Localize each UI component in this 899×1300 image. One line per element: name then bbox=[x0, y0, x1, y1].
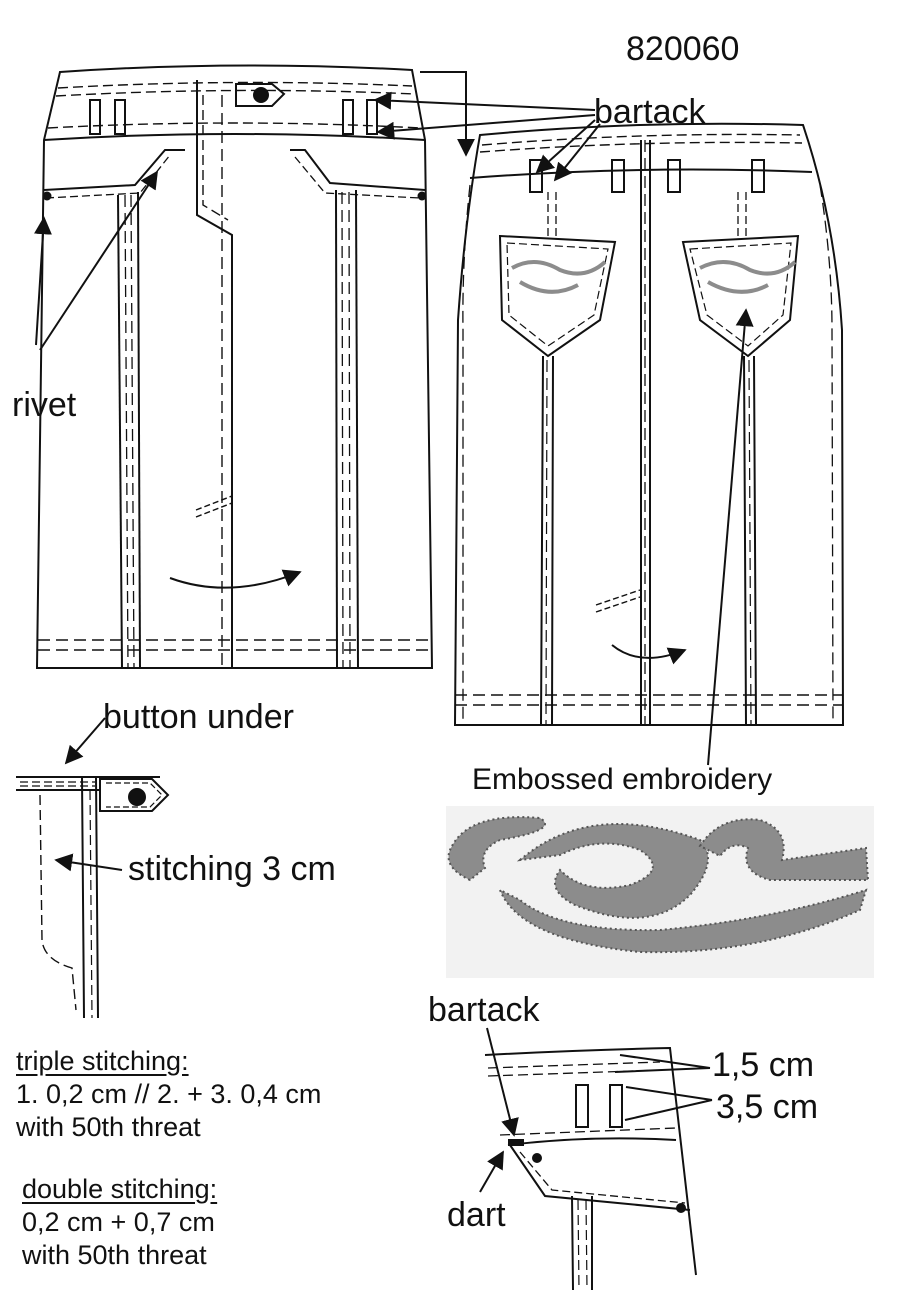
back-view bbox=[453, 122, 845, 726]
label-button-under: button under bbox=[103, 698, 294, 736]
embroidery-swatch bbox=[446, 806, 874, 978]
label-bartack-top: bartack bbox=[594, 93, 706, 131]
label-measure-3-5: 3,5 cm bbox=[716, 1088, 819, 1126]
double-stitching-line1: 0,2 cm + 0,7 cm bbox=[22, 1207, 215, 1237]
double-stitching-title: double stitching: bbox=[22, 1174, 218, 1204]
style-number: 820060 bbox=[626, 30, 740, 68]
double-stitching-note: double stitching: 0,2 cm + 0,7 cm with 5… bbox=[22, 1173, 217, 1272]
label-rivet: rivet bbox=[12, 386, 77, 424]
triple-stitching-note: triple stitching: 1. 0,2 cm // 2. + 3. 0… bbox=[16, 1045, 321, 1144]
triple-stitching-line2: with 50th threat bbox=[16, 1112, 201, 1142]
button-under-detail bbox=[16, 776, 170, 1019]
label-stitching-3cm: stitching 3 cm bbox=[128, 850, 336, 888]
triple-stitching-title: triple stitching: bbox=[16, 1046, 189, 1076]
label-measure-1-5: 1,5 cm bbox=[712, 1046, 815, 1084]
label-embossed-embroidery: Embossed embroidery bbox=[472, 763, 773, 796]
double-stitching-line2: with 50th threat bbox=[22, 1240, 207, 1270]
waistband-detail bbox=[484, 1046, 697, 1291]
label-bartack-bottom: bartack bbox=[428, 991, 540, 1029]
front-view bbox=[35, 64, 434, 669]
triple-stitching-line1: 1. 0,2 cm // 2. + 3. 0,4 cm bbox=[16, 1079, 322, 1109]
label-dart: dart bbox=[447, 1196, 506, 1234]
annotation-arrows bbox=[33, 71, 754, 1193]
